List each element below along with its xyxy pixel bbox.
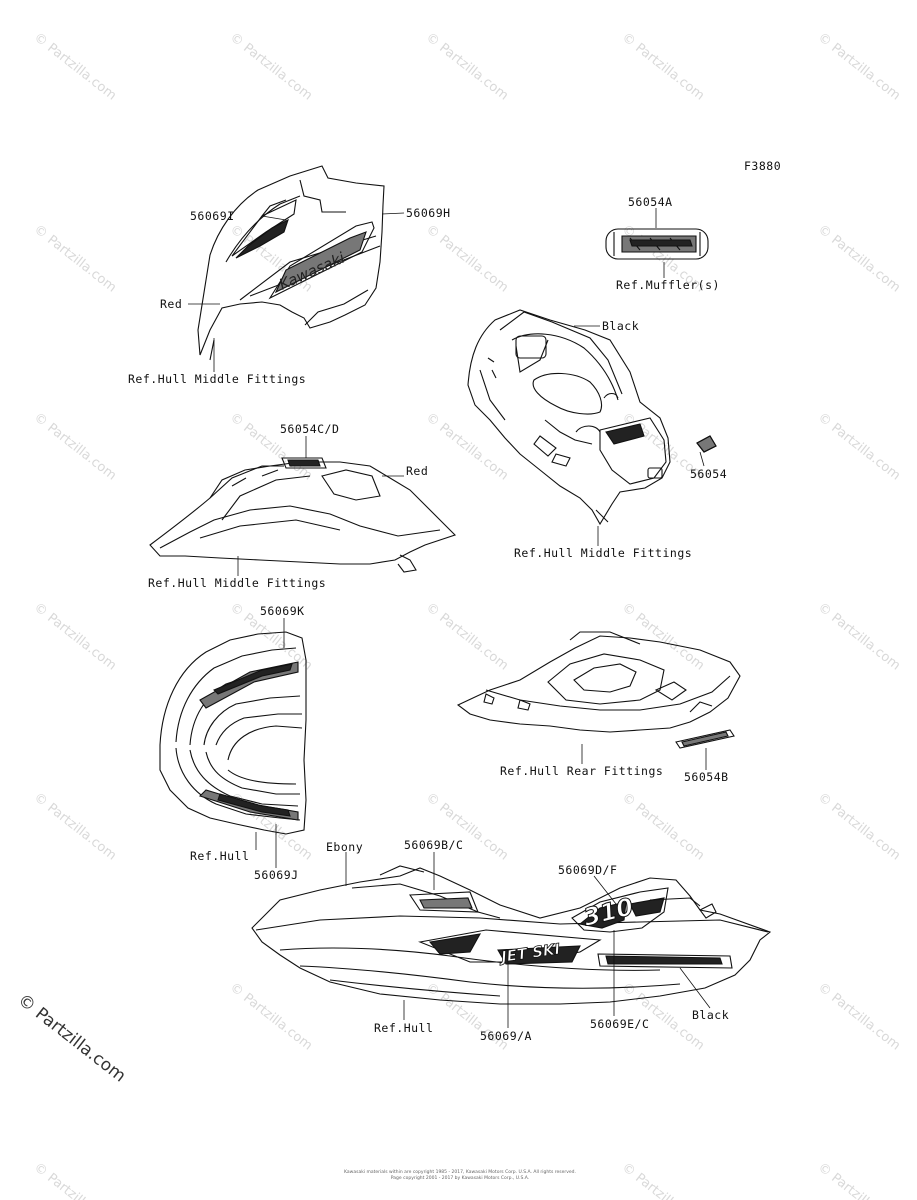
part-label-56069bc[interactable]: 56069B/C (404, 838, 464, 852)
hull-middle-fittings-part (467, 309, 717, 526)
ref-label-mufflers[interactable]: Ref.Muffler(s) (616, 278, 720, 292)
part-label-56054a[interactable]: 56054A (628, 195, 673, 209)
front-cowl-part (197, 165, 385, 361)
ref-label-hull[interactable]: Ref.Hull (374, 1021, 434, 1035)
middle-fittings-red-part (149, 457, 457, 573)
part-label-56069df[interactable]: 56069D/F (558, 863, 618, 877)
color-label-ebony: Ebony (326, 840, 364, 854)
ref-label-hull-rear-fittings[interactable]: Ref.Hull Rear Fittings (500, 764, 664, 778)
diagram-code: F3880 (744, 159, 782, 173)
color-label-black: Black (692, 1008, 730, 1022)
part-label-56069i[interactable]: 56069I (190, 209, 235, 223)
part-label-56069ec[interactable]: 56069E/C (590, 1017, 650, 1031)
part-label-56069k[interactable]: 56069K (260, 604, 305, 618)
color-label-red: Red (160, 297, 183, 311)
ref-label-hull-middle-fittings[interactable]: Ref.Hull Middle Fittings (514, 546, 693, 560)
hull-side-view-part (251, 865, 772, 1005)
part-label-56054b[interactable]: 56054B (684, 770, 729, 784)
leader-lines (188, 208, 711, 1028)
part-label-56054[interactable]: 56054 (690, 467, 728, 481)
muffler-decal-part (605, 228, 709, 260)
part-label-56069j[interactable]: 56069J (254, 868, 299, 882)
color-label-red: Red (406, 464, 429, 478)
ref-label-hull-middle-fittings[interactable]: Ref.Hull Middle Fittings (148, 576, 327, 590)
ref-label-hull-middle-fittings[interactable]: Ref.Hull Middle Fittings (128, 372, 307, 386)
part-label-56054cd[interactable]: 56054C/D (280, 422, 340, 436)
color-label-black: Black (602, 319, 640, 333)
model-decal-text: 310 (581, 893, 636, 932)
hull-rear-fittings-part (456, 631, 741, 749)
copyright-footer: Kawasaki materials within are copyright … (344, 1170, 576, 1181)
hull-front-view-part (159, 631, 307, 835)
part-label-56069a[interactable]: 56069/A (480, 1029, 532, 1043)
part-label-56069h[interactable]: 56069H (406, 206, 451, 220)
ref-label-hull[interactable]: Ref.Hull (190, 849, 250, 863)
